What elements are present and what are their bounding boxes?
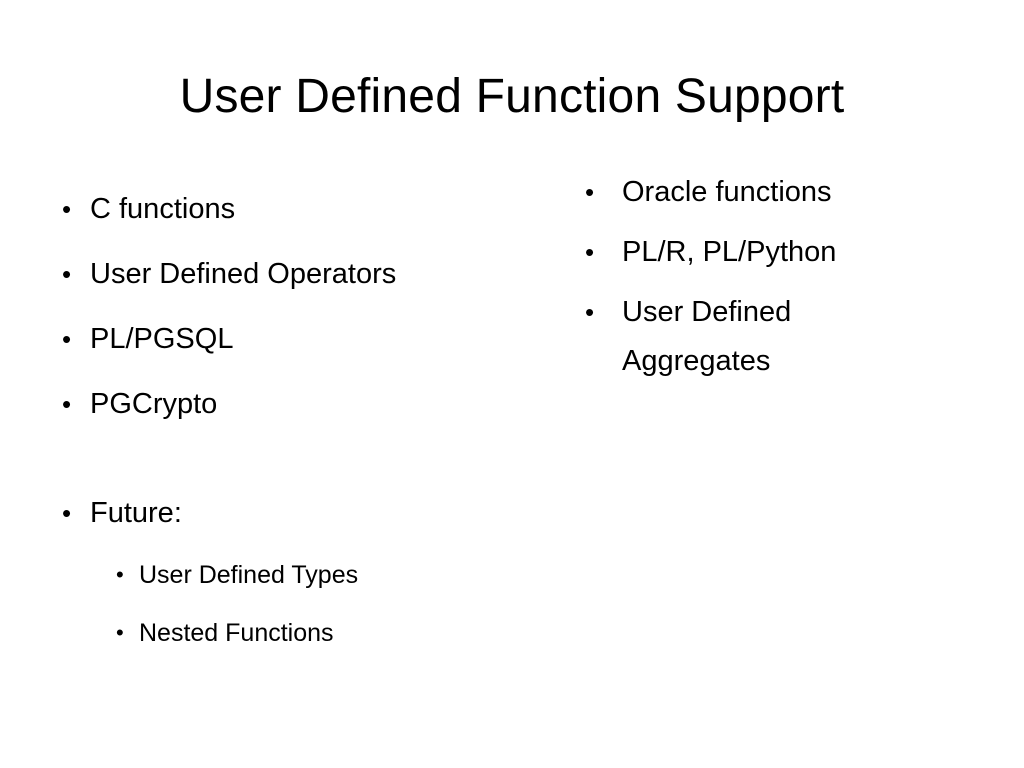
bullet-icon: • (116, 620, 124, 645)
sub-list-item-label: Nested Functions (139, 619, 334, 647)
list-item-label: User Defined Operators (90, 258, 397, 290)
bullet-icon: • (585, 177, 595, 207)
list-item-label: PL/R, PL/Python (622, 236, 837, 268)
bullet-icon: • (62, 498, 72, 528)
left-bullet-list: • C functions • User Defined Operators •… (62, 186, 522, 671)
list-spacer (62, 446, 522, 490)
list-item-future: • Future: (62, 490, 522, 536)
right-bullet-list: • Oracle functions • PL/R, PL/Python • U… (585, 168, 985, 397)
list-item: • PL/R, PL/Python (585, 228, 985, 277)
list-item-label: Oracle functions (622, 176, 832, 208)
bullet-icon: • (585, 297, 595, 327)
list-item-label: User Defined Aggregates (622, 296, 792, 377)
bullet-icon: • (62, 324, 72, 354)
list-item: • User Defined Operators (62, 251, 522, 297)
list-item: • Oracle functions (585, 168, 985, 217)
list-item-label: Future: (90, 497, 182, 529)
list-item-label: PGCrypto (90, 388, 218, 420)
list-item: • User Defined Aggregates (585, 288, 985, 386)
bullet-icon: • (116, 562, 124, 587)
list-item-label: C functions (90, 193, 236, 225)
list-item: • PGCrypto (62, 381, 522, 427)
sub-list-item: • Nested Functions (62, 613, 522, 653)
bullet-icon: • (62, 389, 72, 419)
list-item-label: PL/PGSQL (90, 323, 234, 355)
list-item: • C functions (62, 186, 522, 232)
slide-title: User Defined Function Support (179, 70, 845, 123)
bullet-icon: • (62, 259, 72, 289)
sub-list-item-label: User Defined Types (139, 561, 359, 589)
sub-list-item: • User Defined Types (62, 555, 522, 595)
bullet-icon: • (585, 237, 595, 267)
list-item: • PL/PGSQL (62, 316, 522, 362)
bullet-icon: • (62, 194, 72, 224)
